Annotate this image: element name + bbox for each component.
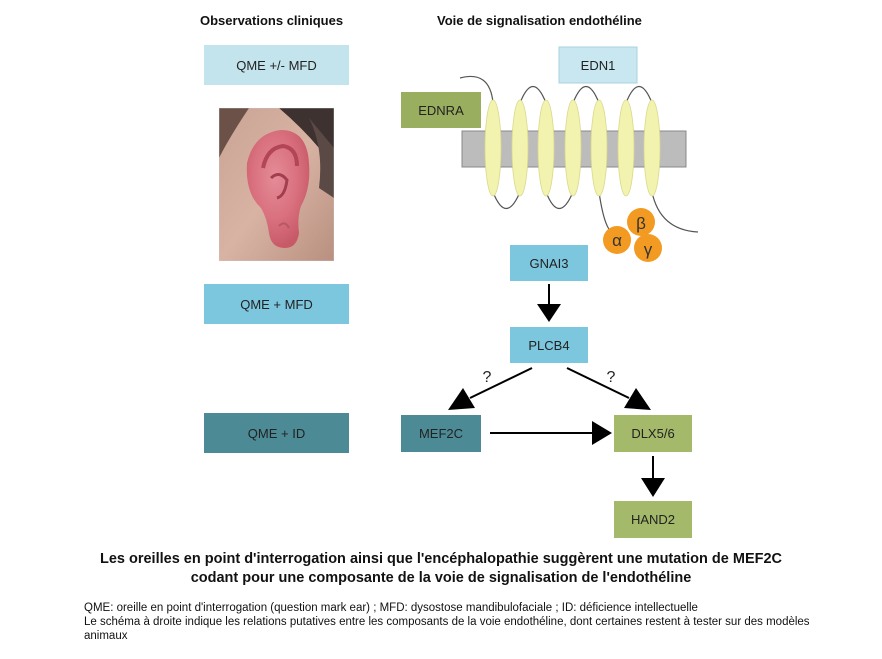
plcb4-label: PLCB4 — [528, 338, 569, 353]
plcb4-box — [510, 327, 588, 363]
abbreviations-note: QME: oreille en point d'interrogation (q… — [84, 602, 698, 614]
ednra-label: EDNRA — [418, 103, 464, 118]
arrowhead-mef2c-dlx — [592, 421, 612, 445]
alpha-symbol: α — [612, 231, 622, 250]
edn1-label: EDN1 — [581, 58, 616, 73]
ednra-box — [401, 92, 481, 128]
uncertain-mark: ? — [483, 369, 492, 386]
receptor-intracellular-loop — [545, 191, 574, 210]
ear-photo — [219, 108, 334, 261]
transmembrane-helix — [484, 99, 502, 197]
receptor-extracellular-loop — [572, 85, 600, 104]
arrowhead-plcb4-mef2c — [448, 388, 475, 410]
hand2-label: HAND2 — [631, 512, 675, 527]
edn1-box — [558, 46, 638, 84]
receptor-n-terminus — [459, 75, 494, 104]
gnai3-box — [510, 245, 588, 281]
endothelin-pathway-diagram: EDN1 EDNRA α β γ GNAI3 PLCB4 ? ? MEF2C D… — [401, 46, 699, 538]
clinical-box-qme-mfd-optional: QME +/- MFD — [204, 45, 349, 85]
transmembrane-helix — [617, 99, 635, 197]
clinical-box-qme-id: QME + ID — [204, 413, 349, 453]
receptor-c-terminus — [651, 191, 699, 233]
pathway-heading: Voie de signalisation endothéline — [437, 13, 642, 28]
schema-note: Le schéma à droite indique les relations… — [84, 616, 810, 642]
gnai3-label: GNAI3 — [529, 256, 568, 271]
figure-caption-title: Les oreilles en point d'interrogation ai… — [0, 550, 882, 588]
figure-caption-notes: QME: oreille en point d'interrogation (q… — [84, 601, 854, 643]
caption-title-line-1: Les oreilles en point d'interrogation ai… — [99, 551, 783, 567]
g-protein-beta-subunit — [627, 208, 655, 236]
transmembrane-helix — [590, 99, 608, 197]
uncertain-mark: ? — [607, 369, 616, 386]
clinical-observations-heading: Observations cliniques — [200, 13, 344, 28]
clinical-box-qme-mfd: QME + MFD — [204, 284, 349, 324]
receptor-extracellular-loop — [519, 85, 547, 104]
receptor-extracellular-loop — [625, 85, 653, 104]
transmembrane-helix — [564, 99, 582, 197]
arrowhead-gnai3-plcb4 — [537, 304, 561, 322]
arrow-plcb4-mef2c — [469, 367, 533, 399]
arrowhead-dlx-hand2 — [641, 478, 665, 497]
transmembrane-helix — [511, 99, 529, 197]
mef2c-label: MEF2C — [419, 426, 463, 441]
g-protein-alpha-subunit — [603, 226, 631, 254]
gamma-symbol: γ — [644, 240, 653, 259]
dlx56-box — [614, 415, 692, 452]
hand2-box — [614, 501, 692, 538]
g-protein-gamma-subunit — [634, 234, 662, 262]
mef2c-box — [401, 415, 481, 452]
arrowhead-plcb4-dlx — [624, 388, 651, 410]
transmembrane-helix — [643, 99, 661, 197]
arrow-plcb4-dlx — [566, 367, 630, 399]
dlx56-label: DLX5/6 — [631, 426, 674, 441]
beta-symbol: β — [636, 214, 646, 233]
caption-title-line-2: codant pour une composante de la voie de… — [190, 570, 692, 586]
receptor-intracellular-loop — [492, 191, 521, 210]
transmembrane-helix — [537, 99, 555, 197]
